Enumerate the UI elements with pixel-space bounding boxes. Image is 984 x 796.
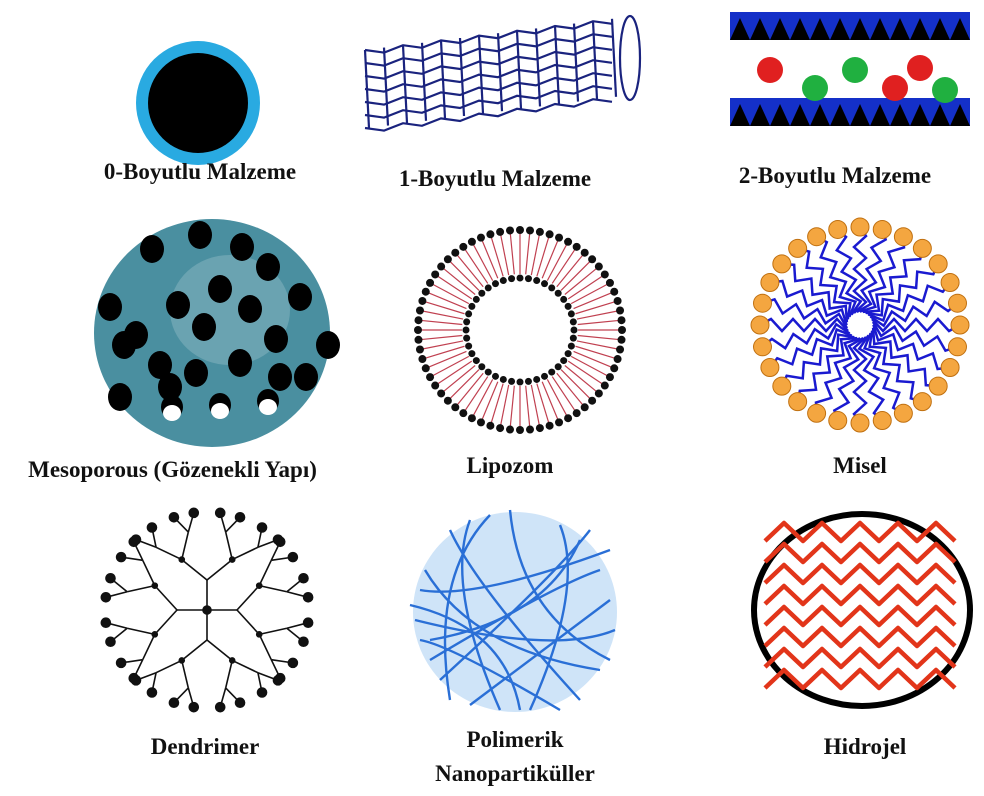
hydrogel-illustration — [750, 510, 980, 710]
liposome — [400, 220, 640, 440]
liposome-illustration — [400, 220, 640, 440]
zero-d-label: 0-Boyutlu Malzeme — [60, 158, 340, 186]
liposome-label: Lipozom — [420, 452, 600, 480]
polymeric-label-line2: Nanopartiküller — [420, 760, 610, 788]
one-d-label: 1-Boyutlu Malzeme — [355, 165, 635, 193]
zero-d-material-illustration — [135, 40, 265, 170]
dendrimer-illustration — [95, 505, 320, 715]
one-d-nanotube-illustration — [355, 0, 645, 150]
polymeric-label-line1: Polimerik — [430, 726, 600, 754]
mesoporous-illustration — [90, 215, 335, 450]
polymeric-nanoparticle — [410, 510, 620, 715]
micelle-illustration — [740, 215, 980, 440]
layered-structure — [730, 10, 970, 140]
hydrogel-label: Hidrojel — [790, 733, 940, 761]
micelle-label: Misel — [790, 452, 930, 480]
hydrogel — [750, 510, 980, 710]
dendrimer — [95, 505, 320, 715]
nanotube — [355, 0, 645, 150]
two-d-layered-illustration — [730, 10, 970, 140]
dendrimer-label: Dendrimer — [110, 733, 300, 761]
mesoporous-sphere — [90, 215, 335, 450]
two-d-label: 2-Boyutlu Malzeme — [690, 162, 980, 190]
polymeric-nanoparticle-illustration — [410, 510, 620, 715]
zero-d-particle — [135, 40, 265, 170]
micelle — [740, 215, 980, 440]
mesoporous-label: Mesoporous (Gözenekli Yapı) — [0, 456, 345, 484]
